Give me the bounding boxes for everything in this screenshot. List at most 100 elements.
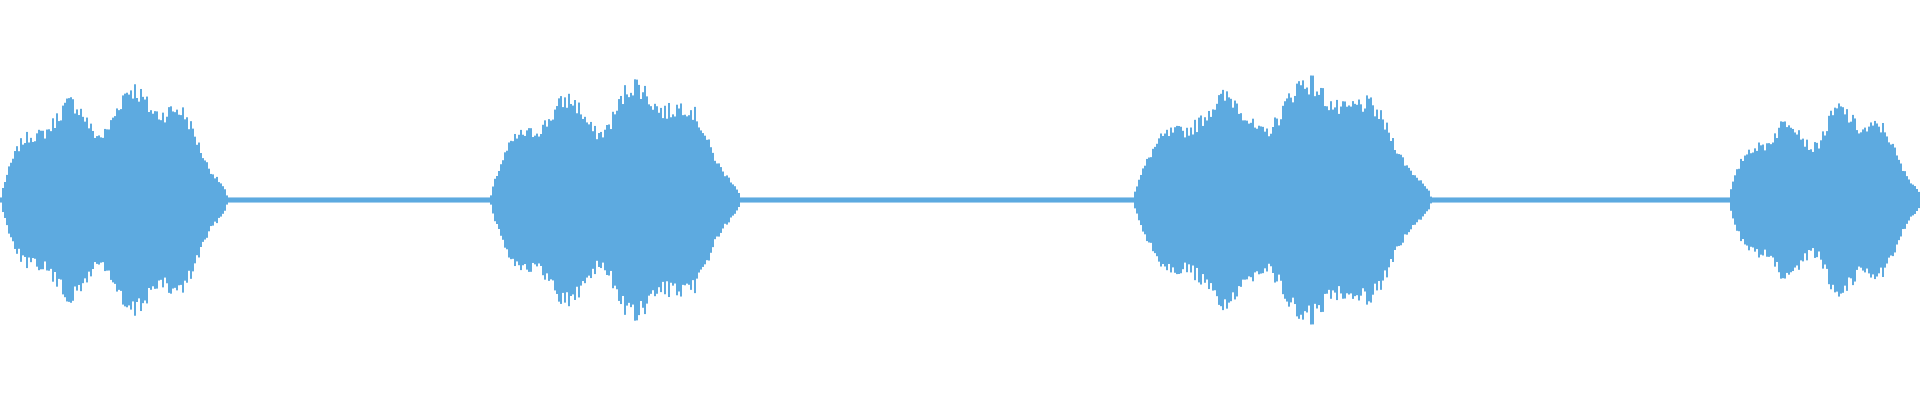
waveform-bar xyxy=(646,96,648,304)
waveform-bar xyxy=(40,130,42,270)
waveform-bar xyxy=(1570,197,1572,203)
waveform-bar xyxy=(1328,110,1330,290)
waveform-bar xyxy=(1228,97,1230,303)
waveform-bar xyxy=(1614,197,1616,203)
waveform-bar xyxy=(1038,197,1040,203)
waveform-bar xyxy=(1824,135,1826,265)
waveform-bar xyxy=(1426,188,1428,212)
waveform-bar xyxy=(936,197,938,203)
waveform-bar xyxy=(342,197,344,203)
waveform-bar xyxy=(1088,197,1090,203)
waveform-bar xyxy=(1350,106,1352,294)
waveform-bar xyxy=(1288,93,1290,307)
waveform-bar xyxy=(310,197,312,203)
waveform-bar xyxy=(1510,197,1512,203)
waveform-bar xyxy=(940,197,942,203)
waveform-bar xyxy=(134,84,136,316)
waveform-bar xyxy=(1876,123,1878,277)
waveform-bar xyxy=(1456,197,1458,203)
waveform-bar xyxy=(1878,126,1880,274)
waveform-bar xyxy=(678,108,680,292)
waveform-bar xyxy=(1694,197,1696,203)
waveform-bar xyxy=(336,197,338,203)
waveform-bar xyxy=(362,197,364,203)
waveform-bar xyxy=(614,114,616,286)
waveform-bar xyxy=(70,97,72,303)
waveform-bar xyxy=(1136,186,1138,214)
waveform-bar xyxy=(496,176,498,224)
waveform-bar xyxy=(508,142,510,258)
waveform-bar xyxy=(142,96,144,304)
waveform-bar xyxy=(848,197,850,203)
waveform-bar xyxy=(1590,197,1592,203)
waveform-bar xyxy=(552,119,554,281)
waveform-bar xyxy=(416,197,418,203)
waveform-bar xyxy=(1494,197,1496,203)
waveform-bar xyxy=(488,197,490,203)
waveform-bar xyxy=(370,197,372,203)
waveform-bar xyxy=(206,162,208,238)
waveform-bar xyxy=(938,197,940,203)
waveform-bar xyxy=(1244,120,1246,280)
waveform-bar xyxy=(1854,118,1856,282)
waveform-bar xyxy=(706,139,708,261)
waveform-bar xyxy=(216,176,218,224)
waveform-bar xyxy=(1304,88,1306,312)
waveform-bar xyxy=(974,197,976,203)
waveform-bar xyxy=(698,127,700,273)
waveform-bar xyxy=(522,134,524,266)
waveform-bar xyxy=(330,197,332,203)
waveform-bar xyxy=(1660,197,1662,203)
waveform-bar xyxy=(1262,126,1264,274)
waveform-bar xyxy=(1348,105,1350,295)
waveform-bar xyxy=(954,197,956,203)
waveform-bar xyxy=(1866,131,1868,269)
waveform-bar xyxy=(1154,146,1156,254)
waveform-bar xyxy=(884,197,886,203)
waveform-bar xyxy=(482,197,484,203)
waveform-bar xyxy=(180,115,182,285)
waveform-bar xyxy=(1858,133,1860,267)
waveform-bar xyxy=(736,189,738,211)
waveform-bar xyxy=(778,197,780,203)
waveform-bar xyxy=(298,197,300,203)
waveform-bar xyxy=(326,197,328,203)
waveform-bar xyxy=(1278,125,1280,275)
waveform-bar xyxy=(788,197,790,203)
waveform-bar xyxy=(1462,197,1464,203)
waveform-bar xyxy=(942,197,944,203)
waveform-bar xyxy=(1424,186,1426,214)
waveform-bar xyxy=(1782,121,1784,279)
waveform-bar xyxy=(680,103,682,297)
waveform-bar xyxy=(1674,197,1676,203)
waveform-bar xyxy=(54,127,56,273)
waveform-bar xyxy=(1004,197,1006,203)
waveform-bar xyxy=(1646,197,1648,203)
waveform-bar xyxy=(1568,197,1570,203)
waveform-bar xyxy=(256,197,258,203)
waveform-bar xyxy=(294,197,296,203)
waveform-bar xyxy=(340,197,342,203)
waveform-bar xyxy=(1640,197,1642,203)
waveform-bar xyxy=(1178,126,1180,274)
waveform-bar xyxy=(188,129,190,271)
waveform-bar xyxy=(1316,91,1318,309)
waveform-bar xyxy=(1110,197,1112,203)
waveform-bar xyxy=(1460,197,1462,203)
waveform-bar xyxy=(1232,107,1234,293)
waveform-bar xyxy=(1384,129,1386,271)
waveform-bar xyxy=(4,182,6,218)
waveform-bar xyxy=(620,95,622,305)
waveform-bar xyxy=(500,164,502,236)
waveform-bar xyxy=(602,137,604,263)
waveform-bar xyxy=(1146,158,1148,242)
waveform-bar xyxy=(166,116,168,284)
waveform-bar xyxy=(1284,101,1286,299)
waveform-bar xyxy=(1402,157,1404,243)
waveform-bar xyxy=(658,112,660,288)
waveform-bar xyxy=(1260,126,1262,274)
waveform-bar xyxy=(1896,155,1898,245)
waveform-bar xyxy=(476,197,478,203)
waveform-bar xyxy=(572,105,574,295)
